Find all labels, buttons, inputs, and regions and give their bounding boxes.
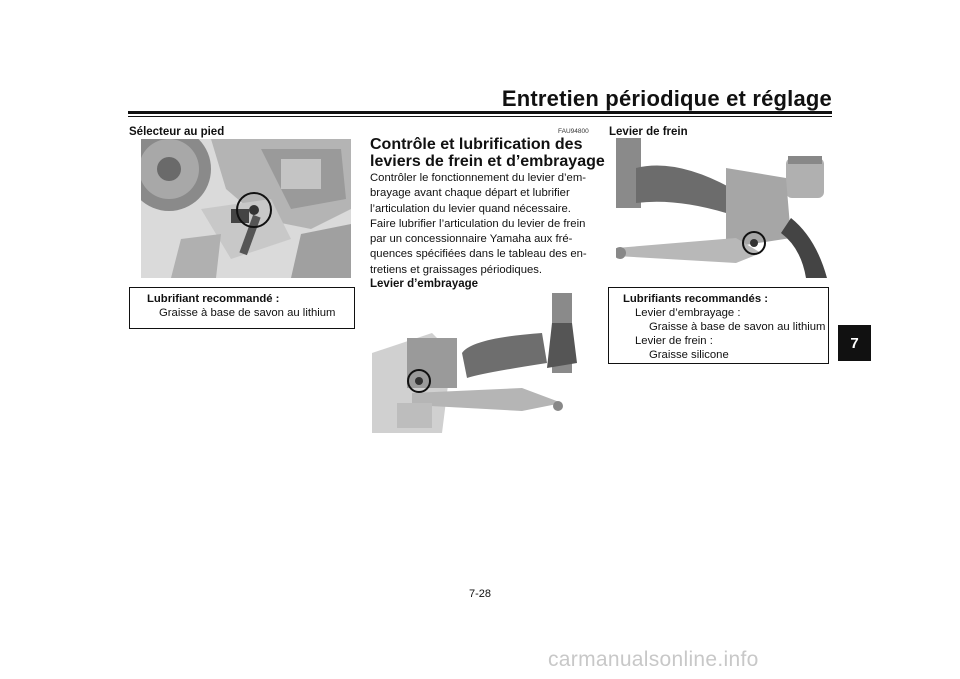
clutch-lever-grease: Graisse à base de savon au lithium [649,321,826,333]
clutch-lever-photo [372,293,582,433]
clutch-lever-heading: Levier d’embrayage [370,278,479,290]
brake-lever-heading: Levier de frein [609,126,688,138]
paragraph-line: l’articulation du levier quand nécessair… [370,202,571,215]
watermark: carmanualsonline.info [548,648,759,671]
chapter-tab: 7 [838,325,871,361]
page-number: 7-28 [468,588,492,600]
page-title: Entretien périodique et réglage [501,86,832,111]
paragraph-line: Contrôler le fonctionnement du levier d’… [370,172,587,184]
shift-pedal-heading: Sélecteur au pied [129,126,225,138]
paragraph-line: par un concessionnaire Yamaha aux fré- [370,233,573,246]
lubricant-box-value: Graisse à base de savon au lithium [159,307,336,319]
paragraph-line: quences spécifiées dans le tableau des e… [370,248,587,261]
clutch-lever-label: Levier d’embrayage : [635,307,741,319]
paragraph-line: Faire lubrifier l’articulation du levier… [370,217,586,230]
paragraph-line: tretiens et graissages périodiques. [370,263,543,276]
header-rule-thin [128,116,832,117]
brake-lever-label: Levier de frein : [635,335,713,347]
lubricants-box-title: Lubrifiants recommandés : [623,293,769,305]
shift-pedal-photo [141,139,351,278]
header-rule-thick [128,111,832,114]
section-heading-line2: leviers de frein et d’embrayage [370,153,605,170]
section-heading-line1: Contrôle et lubrification des [370,136,583,153]
lubricant-box-title: Lubrifiant recommandé : [147,293,280,305]
brake-lever-photo [616,138,827,278]
brake-lever-grease: Graisse silicone [649,349,729,361]
paragraph-line: brayage avant chaque départ et lubrifier [370,187,570,200]
section-paragraph: Contrôler le fonctionnement du levier d’… [370,171,592,278]
lubricant-box-levers: Lubrifiants recommandés : Levier d’embra… [608,287,829,364]
section-code: FAU94800 [558,128,589,135]
lubricant-box-shift: Lubrifiant recommandé : Graisse à base d… [129,287,355,329]
